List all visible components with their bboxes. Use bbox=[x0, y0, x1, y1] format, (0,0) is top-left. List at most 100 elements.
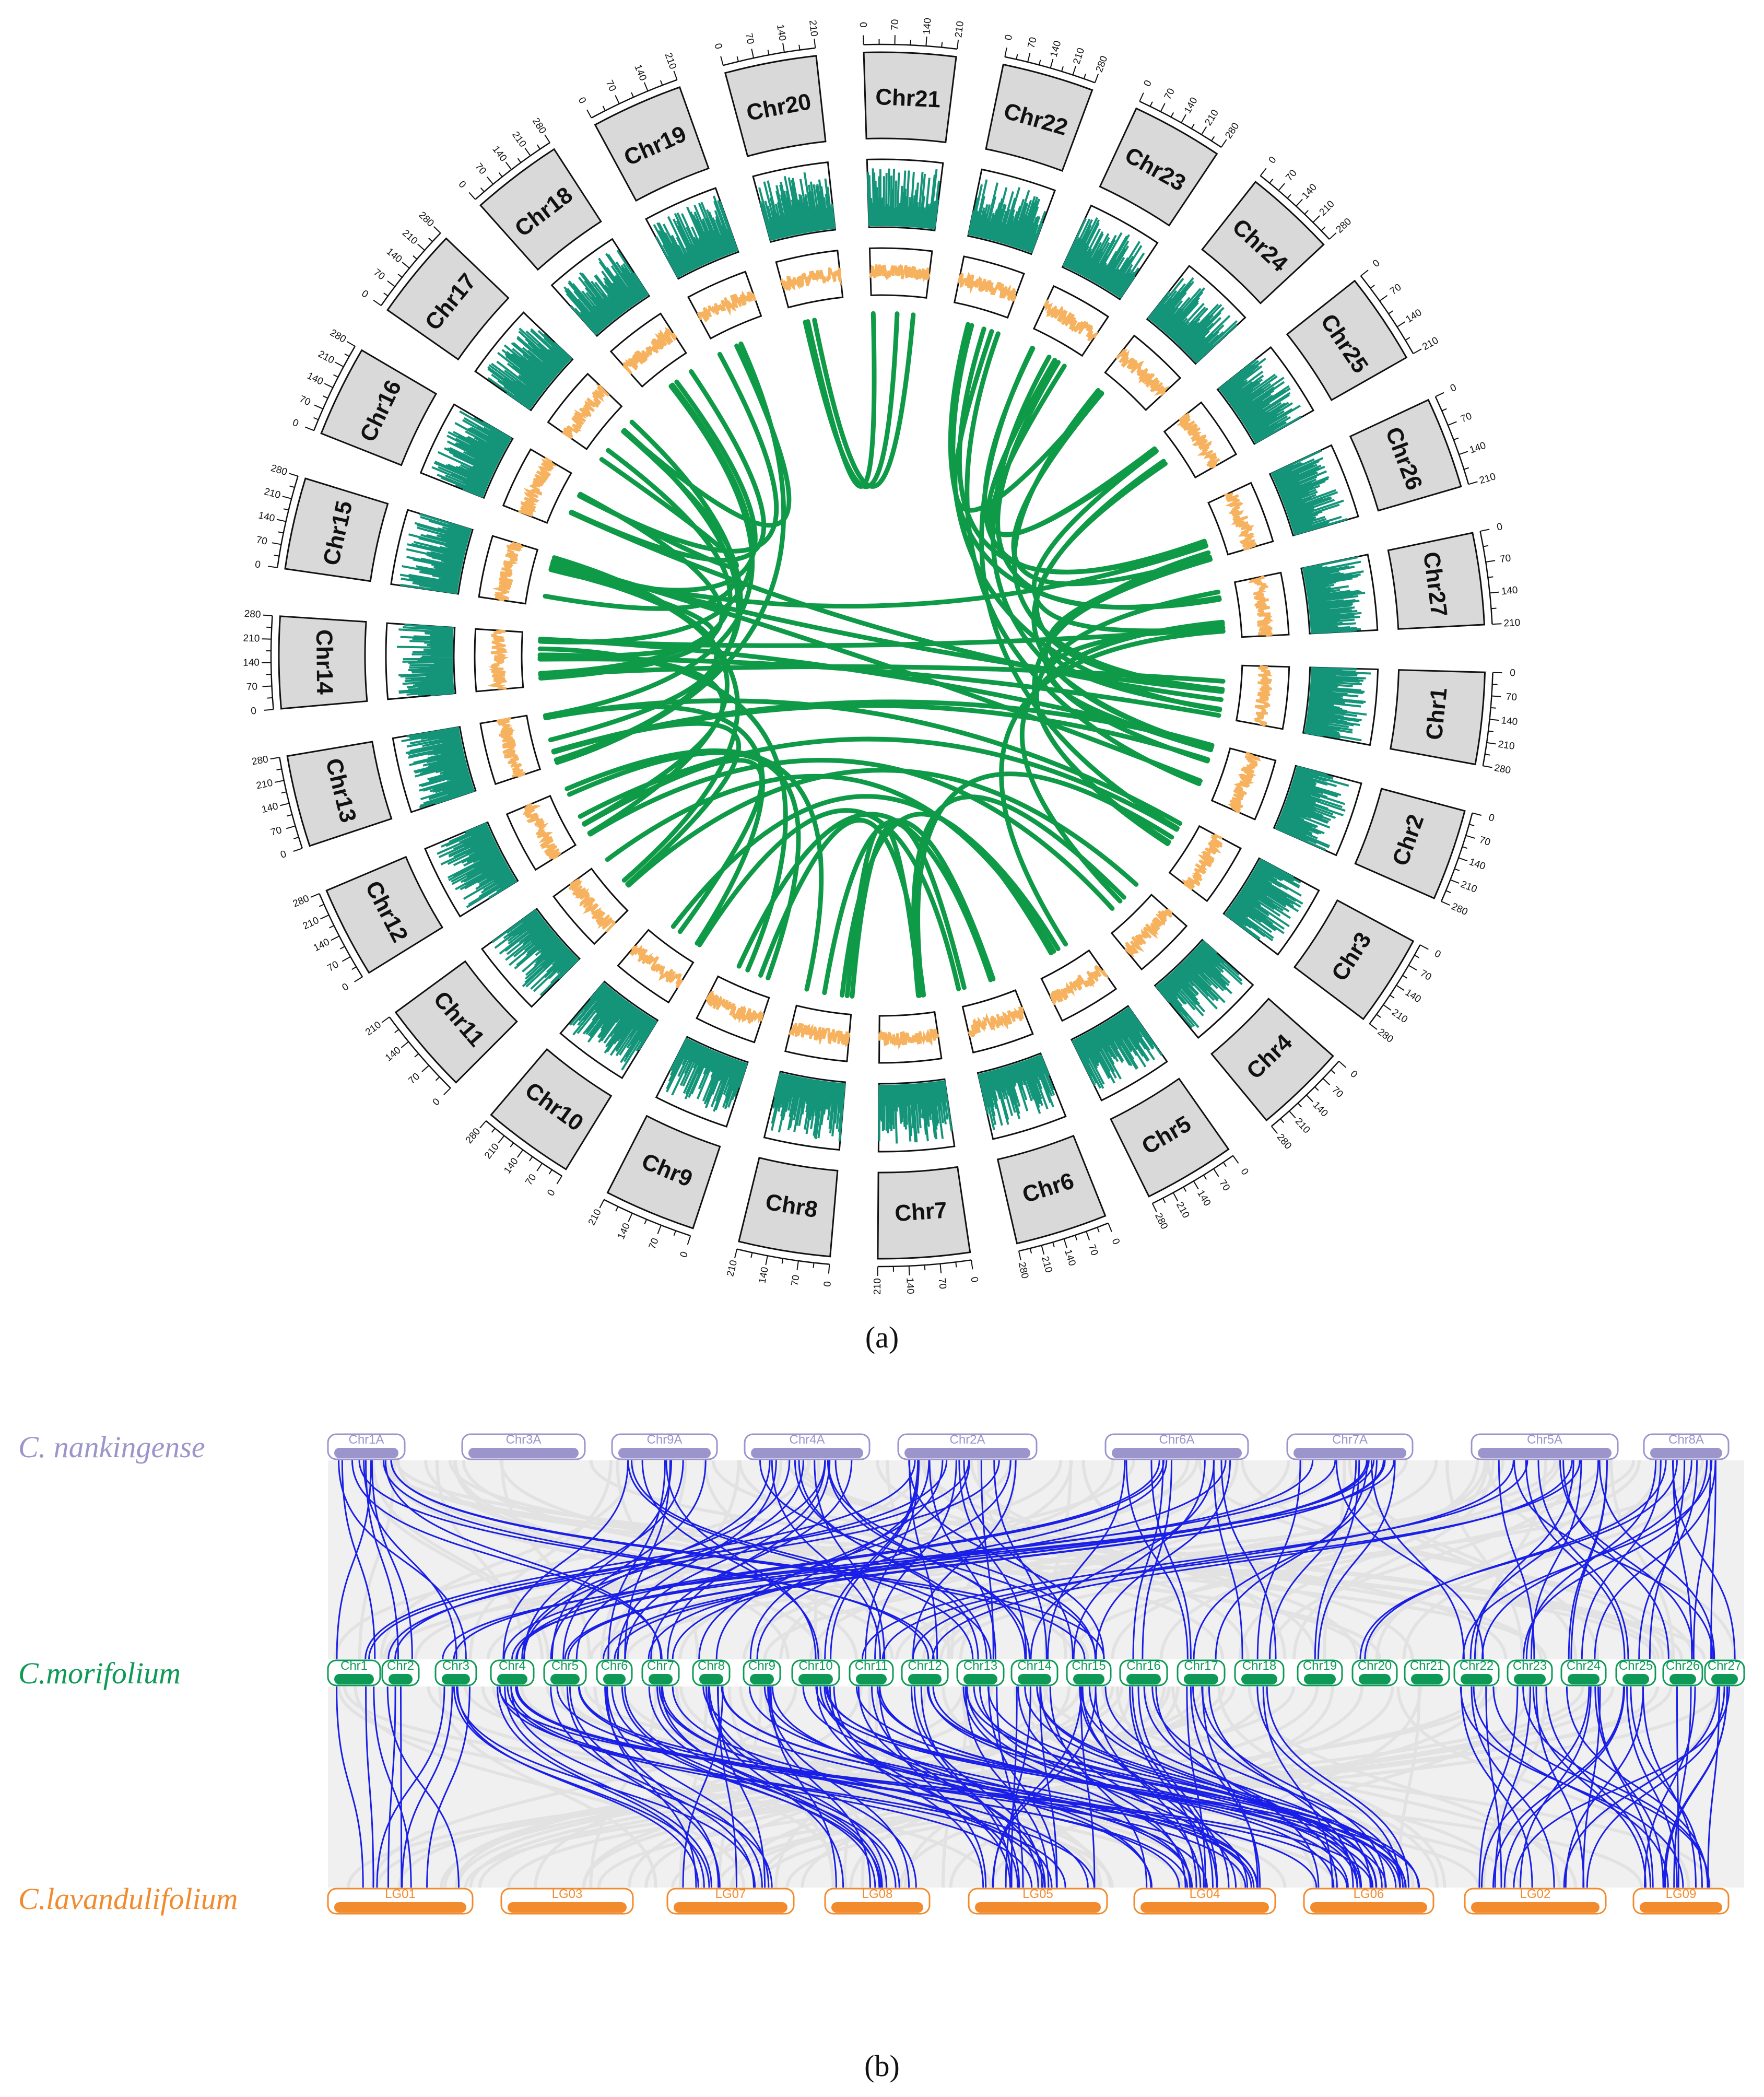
tick-label: 70 bbox=[1478, 835, 1491, 848]
gene-density-bars bbox=[1302, 556, 1366, 634]
block-bar bbox=[674, 1902, 787, 1913]
synteny-link bbox=[1132, 1686, 1214, 1888]
synteny-link bbox=[386, 1686, 460, 1888]
tick-mark bbox=[1405, 337, 1410, 341]
synteny-link bbox=[624, 1686, 897, 1888]
block-label: Chr9 bbox=[748, 1659, 775, 1673]
top-block-chr7a: Chr7A bbox=[1286, 1433, 1414, 1460]
tick-mark bbox=[599, 1199, 605, 1209]
tick-mark bbox=[435, 1076, 440, 1081]
collinearity-link bbox=[1032, 550, 1211, 846]
synteny-link bbox=[453, 1460, 1336, 1660]
tick-label: 70 bbox=[1217, 1178, 1232, 1193]
tick-label: 280 bbox=[1094, 54, 1110, 74]
synteny-link bbox=[1649, 1460, 1686, 1660]
tick-mark bbox=[491, 1128, 496, 1133]
tick-label: 70 bbox=[1506, 692, 1517, 703]
block-label: Chr23 bbox=[1513, 1659, 1547, 1673]
block-label: Chr14 bbox=[1017, 1659, 1051, 1673]
middle-block-chr20: Chr20 bbox=[1351, 1659, 1398, 1686]
tick-label: 140 bbox=[257, 510, 276, 524]
synteny-link bbox=[516, 1460, 1165, 1660]
synteny-link bbox=[1201, 1686, 1386, 1888]
synteny-link bbox=[1256, 1460, 1301, 1660]
tick-mark bbox=[908, 1266, 910, 1275]
tick-label: 140 bbox=[502, 1156, 521, 1176]
synteny-link bbox=[1036, 1686, 1378, 1888]
synteny-link bbox=[771, 1686, 1153, 1888]
tick-mark bbox=[687, 1235, 691, 1245]
top-block-chr4a: Chr4A bbox=[744, 1433, 871, 1460]
block-bar bbox=[1073, 1674, 1104, 1684]
synteny-link bbox=[624, 1460, 671, 1660]
synteny-link bbox=[351, 1460, 663, 1660]
synteny-link bbox=[767, 1686, 871, 1888]
tick-mark bbox=[1491, 695, 1501, 697]
panel-b-label: (b) bbox=[864, 2049, 900, 2083]
synteny-link bbox=[829, 1686, 984, 1888]
background-link bbox=[939, 1460, 1505, 1660]
synteny-link bbox=[1460, 1686, 1684, 1888]
gene-density-bars bbox=[1304, 667, 1371, 742]
middle-block-chr17: Chr17 bbox=[1177, 1659, 1226, 1686]
chromosome-box bbox=[1354, 788, 1466, 899]
tick-label: 210 bbox=[1497, 739, 1515, 752]
tick-mark bbox=[505, 161, 512, 170]
synteny-link bbox=[1317, 1460, 1396, 1660]
tick-mark bbox=[1094, 74, 1099, 83]
synteny-link bbox=[1215, 1460, 1368, 1660]
synteny-link bbox=[1269, 1460, 1357, 1660]
chromosome-label: Chr14 bbox=[311, 629, 337, 695]
background-link bbox=[582, 1686, 1209, 1888]
block-bar bbox=[1471, 1902, 1600, 1913]
chromosome-box bbox=[606, 1115, 721, 1229]
gc-line bbox=[1182, 834, 1223, 891]
tick-axis bbox=[270, 615, 274, 710]
tick-label: 140 bbox=[1501, 715, 1519, 728]
tick-axis bbox=[389, 1016, 451, 1089]
gene-density-bars bbox=[867, 168, 940, 230]
tick-mark bbox=[1480, 529, 1490, 532]
tick-mark bbox=[1029, 1248, 1032, 1254]
synteny-link bbox=[1081, 1686, 1218, 1888]
tick-mark bbox=[1489, 719, 1499, 721]
chromosome-box bbox=[490, 1048, 613, 1170]
tick-mark bbox=[387, 280, 395, 287]
gene-density-bars bbox=[487, 327, 572, 411]
tick-mark bbox=[536, 1163, 543, 1171]
tick-mark bbox=[734, 1249, 738, 1259]
tick-label: 280 bbox=[328, 327, 348, 345]
tick-mark bbox=[1445, 890, 1451, 894]
tick-mark bbox=[970, 1260, 973, 1270]
middle-block-chr16: Chr16 bbox=[1119, 1659, 1168, 1686]
synteny-link bbox=[1594, 1686, 1664, 1888]
species-middle-label: C.morifolium bbox=[18, 1656, 181, 1690]
tick-label: 210 bbox=[1174, 1200, 1192, 1220]
synteny-link bbox=[496, 1686, 705, 1888]
tick-axis bbox=[1360, 275, 1414, 354]
tick-axis bbox=[1139, 100, 1222, 148]
tick-label: 210 bbox=[725, 1259, 739, 1278]
synteny-link bbox=[987, 1686, 1057, 1888]
synteny-links bbox=[336, 1460, 1736, 1888]
tick-label: 210 bbox=[1503, 617, 1521, 629]
tick-label: 210 bbox=[1203, 108, 1221, 127]
block-bar bbox=[468, 1448, 579, 1458]
synteny-link bbox=[387, 1460, 1000, 1660]
tick-mark bbox=[339, 946, 345, 950]
collinearity-link bbox=[1012, 388, 1225, 692]
tick-label: 280 bbox=[1223, 121, 1241, 140]
chromosome-box bbox=[737, 1156, 839, 1258]
synteny-link bbox=[504, 1686, 713, 1888]
block-label: Chr6 bbox=[601, 1659, 628, 1673]
background-link bbox=[435, 1460, 525, 1660]
tick-label: 210 bbox=[1318, 198, 1337, 218]
tick-mark bbox=[1061, 66, 1064, 72]
synteny-link bbox=[1190, 1686, 1261, 1888]
synteny-link bbox=[824, 1460, 919, 1660]
tick-mark bbox=[1465, 835, 1475, 839]
gene-density-bars bbox=[878, 1080, 953, 1144]
